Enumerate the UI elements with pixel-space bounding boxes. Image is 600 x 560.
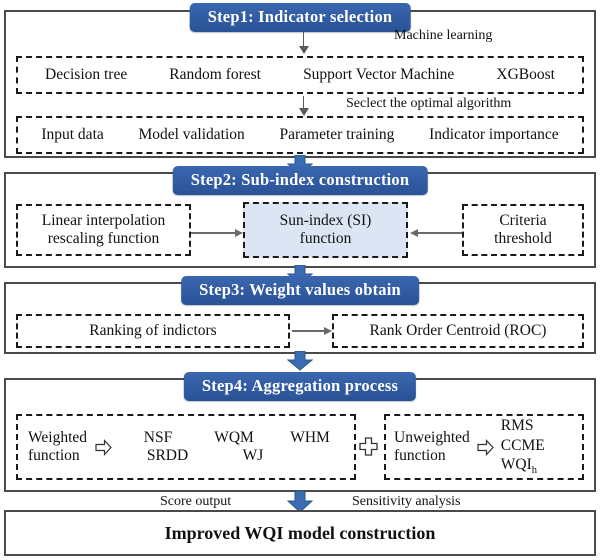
- step3-panel: Step3: Weight values obtain Ranking of i…: [4, 276, 596, 354]
- unweighted-method-0: RMS: [500, 417, 534, 435]
- step1-workflow-list: Input data Model validation Parameter tr…: [18, 126, 582, 144]
- result-box: Improved WQI model construction: [4, 510, 596, 556]
- workflow-item-3: Indicator importance: [429, 125, 559, 143]
- step4-weighted-methods-row1: NSF WQM WHM: [120, 429, 348, 447]
- step3-roc-box: Rank Order Centroid (ROC): [332, 314, 584, 348]
- step1-panel: Step1: Indicator selection Machine learn…: [4, 3, 596, 158]
- weighted-method-4: WJ: [242, 447, 264, 464]
- step3-banner: Step3: Weight values obtain: [181, 276, 419, 305]
- step3-ranking-box: Ranking of indictors: [16, 314, 290, 348]
- step2-criteria-threshold-box: Criteria threshold: [462, 204, 584, 256]
- step2-left-line1: Linear interpolation: [41, 211, 166, 229]
- step4-weighted-methods-row2: SRDD WJ: [120, 447, 348, 465]
- weighted-method-1: WQM: [214, 428, 254, 446]
- step3-arrow-ranking-to-roc: [292, 326, 332, 336]
- step1-caption-select-algorithm: Seclect the optimal algorithm: [346, 96, 512, 111]
- step4-banner: Step4: Aggregation process: [183, 372, 417, 401]
- step2-panel: Step2: Sub-index construction Linear int…: [4, 166, 596, 268]
- workflow-item-1: Model validation: [138, 125, 245, 143]
- step1-workflow-box: Input data Model validation Parameter tr…: [16, 116, 584, 154]
- algorithm-item-2: Support Vector Machine: [303, 65, 455, 83]
- step2-arrow-right-to-center: [410, 228, 462, 238]
- weighted-method-3: SRDD: [146, 447, 189, 464]
- weighted-method-0: NSF: [143, 428, 173, 446]
- workflow-item-2: Parameter training: [279, 125, 395, 143]
- result-label: Improved WQI model construction: [164, 522, 436, 543]
- step2-linear-interpolation-box: Linear interpolation rescaling function: [16, 204, 191, 256]
- step2-center-line1: Sun-index (SI): [279, 211, 372, 229]
- step4-caption-sensitivity-analysis: Sensitivity analysis: [352, 494, 461, 509]
- step2-right-line1: Criteria: [499, 211, 547, 229]
- step4-unweighted-methods: RMS CCME WQIh: [501, 416, 545, 477]
- step3-right-label: Rank Order Centroid (ROC): [369, 321, 547, 339]
- step1-banner: Step1: Indicator selection: [189, 3, 411, 32]
- unweighted-hollow-arrow-icon: [477, 438, 494, 456]
- step1-caption-machine-learning: Machine learning: [394, 28, 493, 43]
- weighted-method-2: WHM: [290, 428, 330, 446]
- connector-arrow-step4-result: [287, 491, 313, 513]
- step4-plus-icon: [359, 437, 378, 456]
- unweighted-method-2: WQIh: [500, 456, 538, 477]
- weighted-label-line2: function: [28, 447, 80, 464]
- unweighted-label-line1: Unweighted: [394, 429, 470, 447]
- weighted-hollow-arrow-icon: [95, 438, 112, 456]
- algorithm-item-1: Random forest: [169, 65, 261, 83]
- step1-arrow-to-workflow: [298, 96, 309, 116]
- unweighted-label-line2: function: [394, 447, 446, 464]
- step2-sub-index-function-box: Sun-index (SI) function: [243, 202, 408, 258]
- step2-right-line2: threshold: [494, 230, 552, 247]
- step4-weighted-function-box: Weighted function NSF WQM WHM SRDD WJ: [16, 414, 356, 480]
- step4-panel: Step4: Aggregation process Weighted func…: [4, 372, 596, 492]
- step4-caption-score-output: Score output: [160, 494, 232, 509]
- algorithm-item-3: XGBoost: [496, 65, 555, 83]
- step1-algorithms-box: Decision tree Random forest Support Vect…: [16, 56, 584, 94]
- step2-left-line2: rescaling function: [47, 230, 160, 247]
- weighted-label-line1: Weighted: [28, 429, 88, 447]
- step2-arrow-left-to-center: [191, 228, 243, 238]
- step4-unweighted-label: Unweighted function: [394, 429, 470, 465]
- workflow-item-0: Input data: [41, 125, 104, 143]
- algorithm-item-0: Decision tree: [45, 65, 128, 83]
- unweighted-method-1: CCME: [500, 436, 545, 454]
- step1-algorithms-list: Decision tree Random forest Support Vect…: [18, 66, 582, 84]
- step3-left-label: Ranking of indictors: [89, 321, 217, 339]
- step2-banner: Step2: Sub-index construction: [172, 166, 428, 195]
- unweighted-method-2-subscript: h: [531, 465, 538, 477]
- step2-center-line2: function: [299, 230, 352, 247]
- step4-unweighted-function-box: Unweighted function RMS CCME WQIh: [384, 414, 584, 480]
- step4-weighted-label: Weighted function: [28, 429, 87, 465]
- step1-arrow-to-algorithms: [298, 32, 309, 54]
- connector-arrow-step3-step4: [287, 351, 313, 371]
